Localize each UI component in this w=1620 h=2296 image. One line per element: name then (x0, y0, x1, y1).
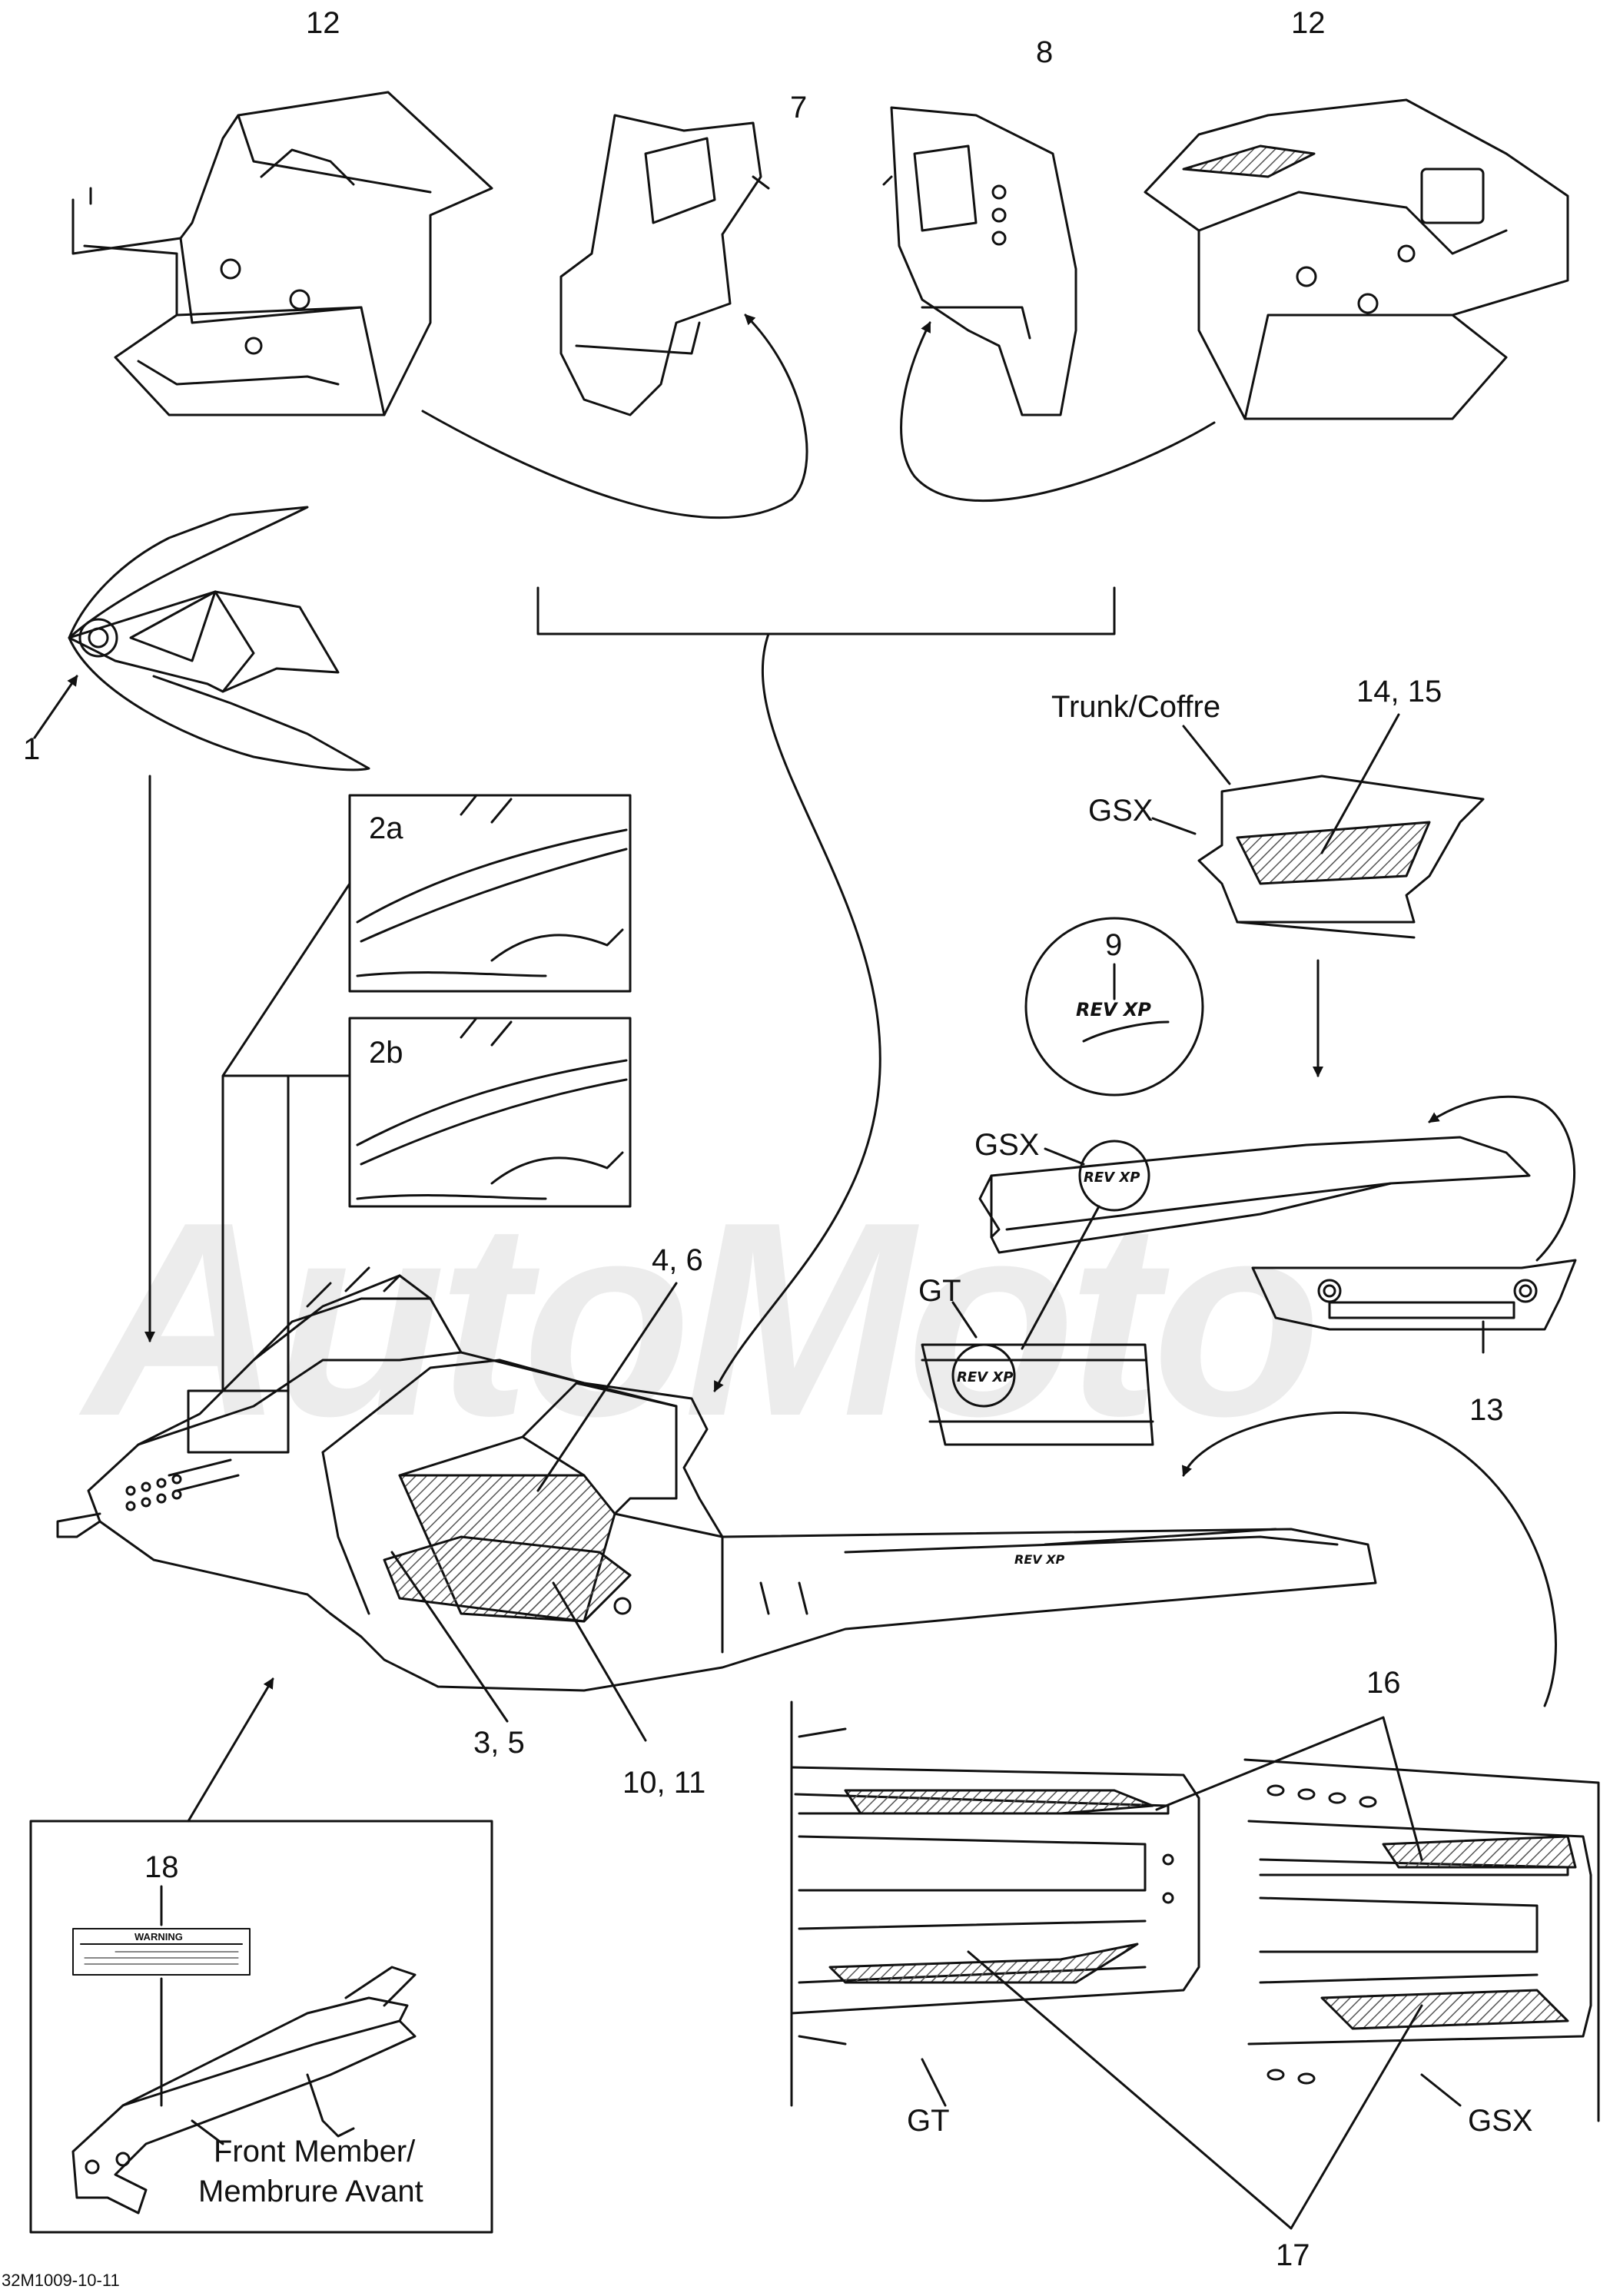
decal-rev-xp-body: REV XP (1014, 1552, 1065, 1567)
warning-text: WARNING (134, 1931, 183, 1943)
callout-7: 7 (790, 91, 808, 124)
arrow-bracket-to-body (713, 632, 881, 1392)
leader-10-11 (552, 1581, 647, 1742)
bracket (536, 586, 1116, 635)
reference-code: 32M1009-10-11 (2, 2271, 120, 2290)
arrow-left-to-7 (421, 314, 808, 519)
curve-arrow-tunnel (1428, 1095, 1576, 1262)
detail-box-2a (348, 794, 632, 993)
label-gt-bottom: GT (907, 2104, 950, 2138)
leader-trunk (1182, 725, 1231, 785)
callout-14-15: 14, 15 (1356, 675, 1442, 708)
callout-10-11: 10, 11 (622, 1766, 706, 1800)
leader-gsx-bottom (1420, 2073, 1462, 2107)
decal-rev-xp-gt: REV XP (957, 1369, 1013, 1385)
leader-gt-bottom (921, 2058, 947, 2107)
decal-rev-xp-tunnel: REV XP (1084, 1170, 1140, 1186)
callout-17: 17 (1276, 2238, 1310, 2272)
tunnel-gt (921, 1343, 1154, 1446)
callout-16: 16 (1366, 1666, 1401, 1700)
label-gsx-bottom: GSX (1468, 2104, 1533, 2138)
warning-label-18 (72, 1928, 251, 1976)
callout-18: 18 (144, 1850, 179, 1884)
callout-2b: 2b (369, 1036, 403, 1070)
snowmobile-body (56, 1266, 1377, 1692)
decal-rev-xp: REV XP (1076, 999, 1151, 1020)
leader-17 (967, 1950, 1423, 2230)
front-member (71, 1966, 417, 2215)
zoom-leaders (221, 882, 351, 1392)
running-board-gt (790, 1700, 1200, 2107)
label-trunk: Trunk/Coffre (1051, 690, 1221, 724)
arrow-to-1 (33, 675, 78, 739)
leader-3-5 (390, 1551, 509, 1723)
leader-4-6 (536, 1282, 678, 1492)
leader-16 (1155, 1716, 1423, 1861)
callout-13: 13 (1469, 1393, 1504, 1427)
leader-tunnel-to-gt (1021, 1205, 1100, 1350)
callout-9: 9 (1105, 928, 1123, 962)
arrow-right-to-8 (900, 321, 1216, 503)
label-gt-tunnel: GT (918, 1274, 961, 1308)
leader-gsx-tunnel (1044, 1147, 1085, 1166)
callout-8: 8 (1036, 35, 1054, 69)
side-panel-right (1144, 98, 1569, 420)
leader-front-member (191, 2119, 224, 2145)
callout-4-6: 4, 6 (652, 1243, 703, 1277)
label-gsx-tunnel: GSX (974, 1128, 1040, 1162)
leader-gt-tunnel (951, 1301, 978, 1339)
callout-12-left: 12 (306, 6, 340, 40)
rear-flap (1251, 1259, 1577, 1331)
leader-gsx-trunk (1151, 817, 1197, 835)
label-front-member-1: Front Member/ (214, 2135, 416, 2168)
trunk (1197, 775, 1485, 939)
running-board-gsx (1243, 1758, 1600, 2122)
label-front-member-2: Membrure Avant (198, 2175, 423, 2208)
zoom-circle-9 (1024, 917, 1204, 1097)
label-gsx-trunk: GSX (1088, 794, 1154, 828)
side-panel-small-right (882, 106, 1077, 416)
detail-box-2b (348, 1017, 632, 1208)
hood-nose (68, 506, 370, 771)
callout-3-5: 3, 5 (473, 1726, 525, 1760)
side-panel-left (71, 91, 493, 416)
callout-12-right: 12 (1291, 6, 1326, 40)
curve-arrow-right (1181, 1411, 1557, 1707)
front-member-box (29, 1820, 493, 2234)
arrow-box-to-body (187, 1677, 274, 1823)
callout-2a: 2a (369, 811, 403, 845)
callout-1: 1 (23, 732, 41, 766)
leader-14-15 (1320, 713, 1400, 854)
side-panel-small-left (559, 114, 770, 416)
